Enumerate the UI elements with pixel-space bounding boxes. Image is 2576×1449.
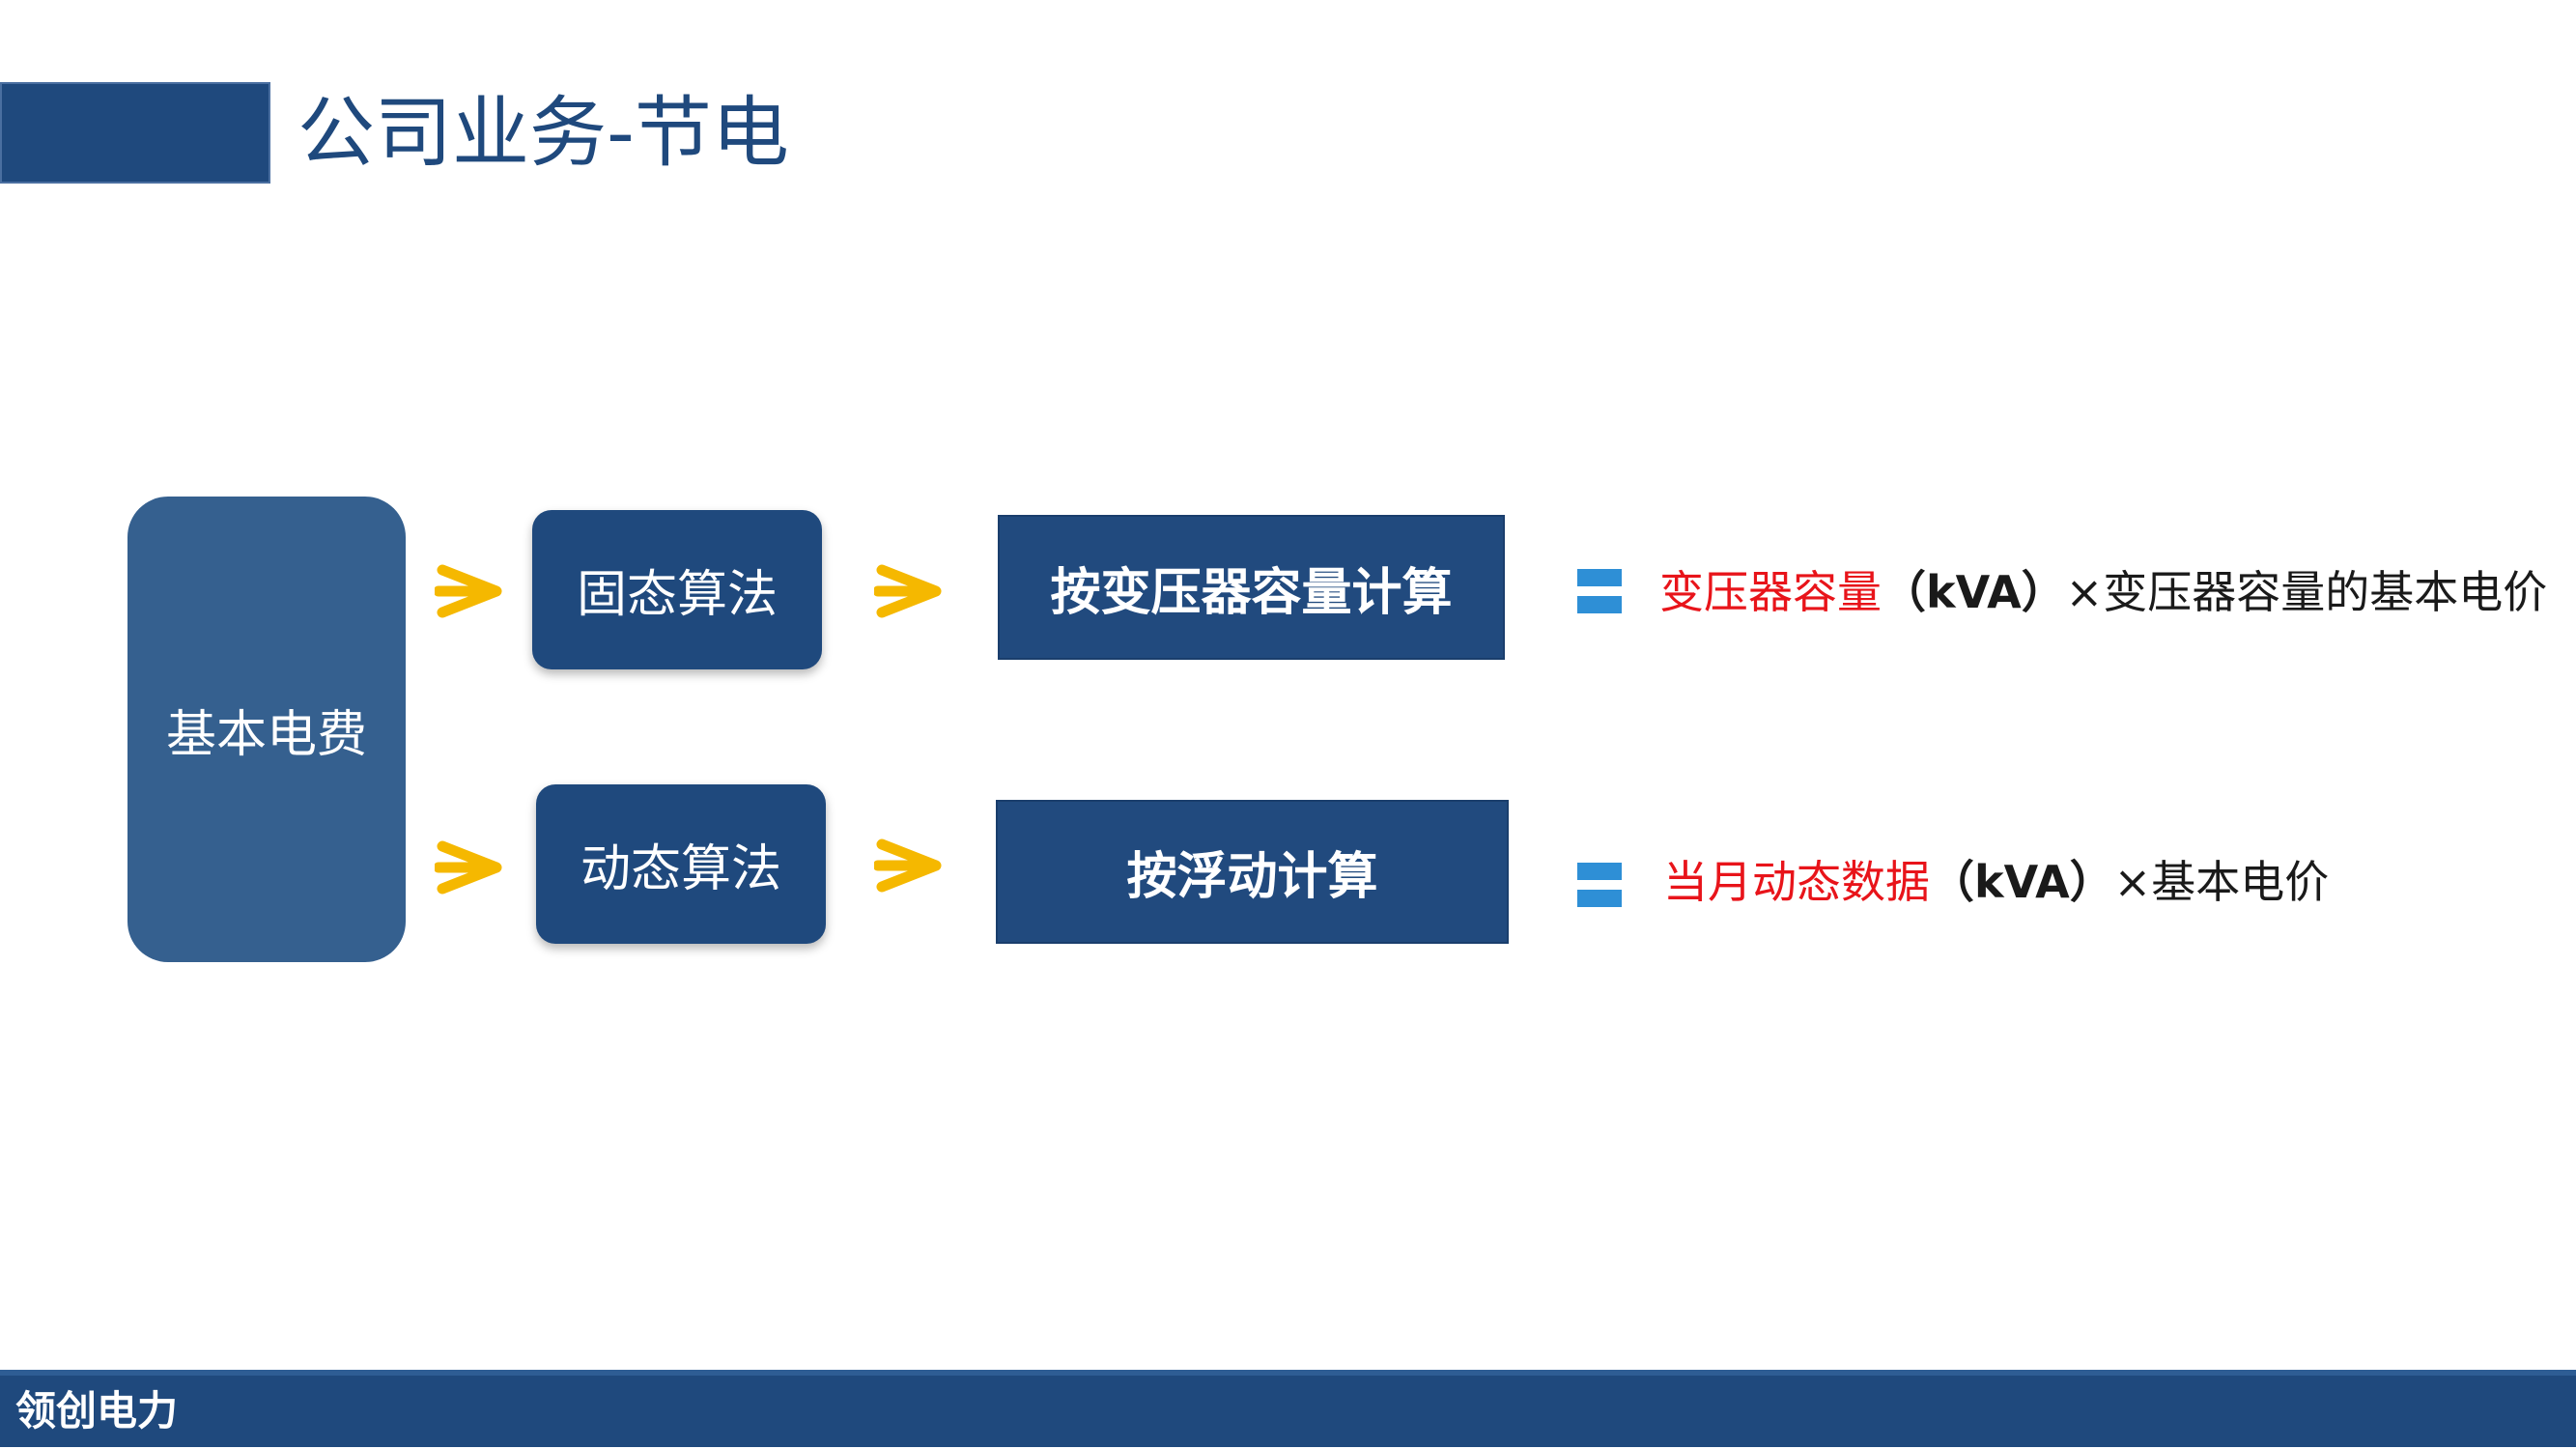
- node-basic-fee-label: 基本电费: [165, 705, 367, 764]
- page-title: 公司业务-节电: [297, 88, 789, 178]
- arrow-right-icon: [874, 838, 942, 893]
- arrow-right-icon: [874, 564, 942, 618]
- title-accent-bar: [0, 82, 270, 184]
- footer-company-name: 领创电力: [15, 1387, 179, 1435]
- node-basic-fee: 基本电费: [127, 497, 406, 962]
- arrow-right-icon: [435, 840, 502, 895]
- equals-icon: [1577, 569, 1622, 613]
- node-transformer-capacity-calc: 按变压器容量计算: [998, 515, 1505, 660]
- formula-static-rest: ×变压器容量的基本电价: [2065, 566, 2548, 618]
- formula-dynamic-rest: ×基本电价: [2113, 856, 2330, 908]
- node-floating-calc: 按浮动计算: [996, 800, 1509, 944]
- arrow-right-icon: [435, 564, 502, 618]
- equals-icon: [1577, 863, 1622, 907]
- node-static-algorithm-label: 固态算法: [576, 566, 778, 624]
- formula-dynamic: 当月动态数据（kVA）×基本电价: [1663, 853, 2329, 911]
- node-dynamic-algorithm-label: 动态算法: [580, 840, 781, 898]
- formula-static-highlight: 变压器容量: [1659, 566, 1882, 618]
- formula-static-unit: （kVA）: [1882, 566, 2066, 618]
- node-dynamic-algorithm: 动态算法: [536, 784, 826, 944]
- node-transformer-capacity-calc-label: 按变压器容量计算: [1050, 563, 1453, 622]
- formula-dynamic-highlight: 当月动态数据: [1663, 856, 1930, 908]
- node-floating-calc-label: 按浮动计算: [1126, 848, 1378, 906]
- formula-static: 变压器容量（kVA）×变压器容量的基本电价: [1659, 563, 2547, 621]
- node-static-algorithm: 固态算法: [532, 510, 822, 669]
- footer-bar: 领创电力: [0, 1370, 2576, 1447]
- formula-dynamic-unit: （kVA）: [1930, 856, 2114, 908]
